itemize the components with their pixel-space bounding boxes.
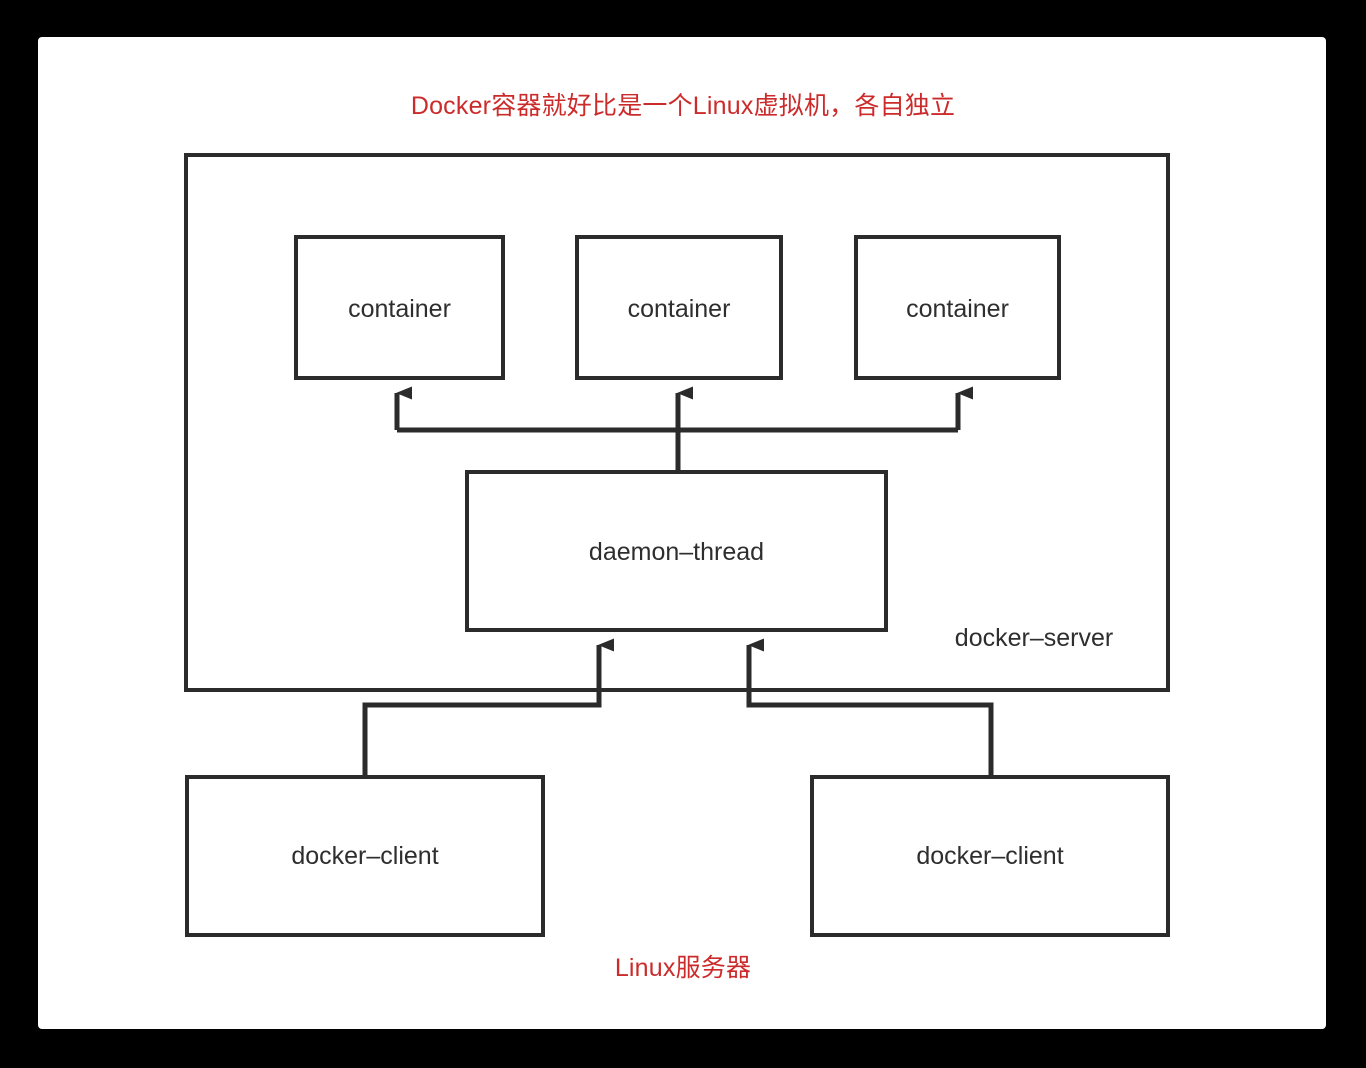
linux-server-label: Linux服务器 xyxy=(614,954,752,982)
docker-server-label: docker–server xyxy=(954,624,1114,652)
container-box-1 xyxy=(294,235,505,380)
daemon-thread-label: daemon–thread xyxy=(588,538,765,566)
container-box-3 xyxy=(854,235,1061,380)
daemon-thread-box xyxy=(465,470,888,632)
page-title: Docker容器就好比是一个Linux虚拟机，各自独立 xyxy=(410,92,956,120)
docker-client-label-right: docker–client xyxy=(916,842,1064,870)
container-label-3: container xyxy=(906,295,1009,323)
docker-client-label-left: docker–client xyxy=(291,842,439,870)
connector-client-right-to-daemon xyxy=(746,638,994,777)
connector-client-left-to-daemon xyxy=(362,638,614,777)
container-label-1: container xyxy=(348,295,451,323)
docker-client-box-left xyxy=(185,775,545,937)
docker-server-box xyxy=(184,153,1170,692)
container-label-2: container xyxy=(627,295,731,323)
container-box-2 xyxy=(575,235,783,380)
docker-client-box-right xyxy=(810,775,1170,937)
